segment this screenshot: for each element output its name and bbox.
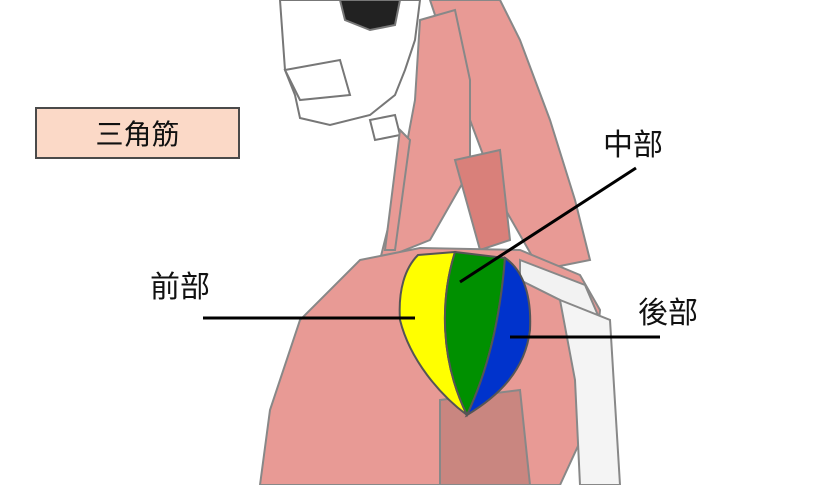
label-middle: 中部 bbox=[603, 128, 663, 163]
deltoid-muscle bbox=[398, 250, 532, 418]
neck-muscles bbox=[378, 0, 592, 272]
label-anterior: 前部 bbox=[150, 270, 210, 305]
title-label: 三角筋 bbox=[95, 118, 180, 151]
label-posterior: 後部 bbox=[638, 296, 698, 331]
skull bbox=[278, 0, 422, 142]
title-box: 三角筋 bbox=[35, 107, 240, 159]
middle-leader-line bbox=[459, 166, 637, 284]
deltoid-posterior bbox=[464, 256, 532, 418]
